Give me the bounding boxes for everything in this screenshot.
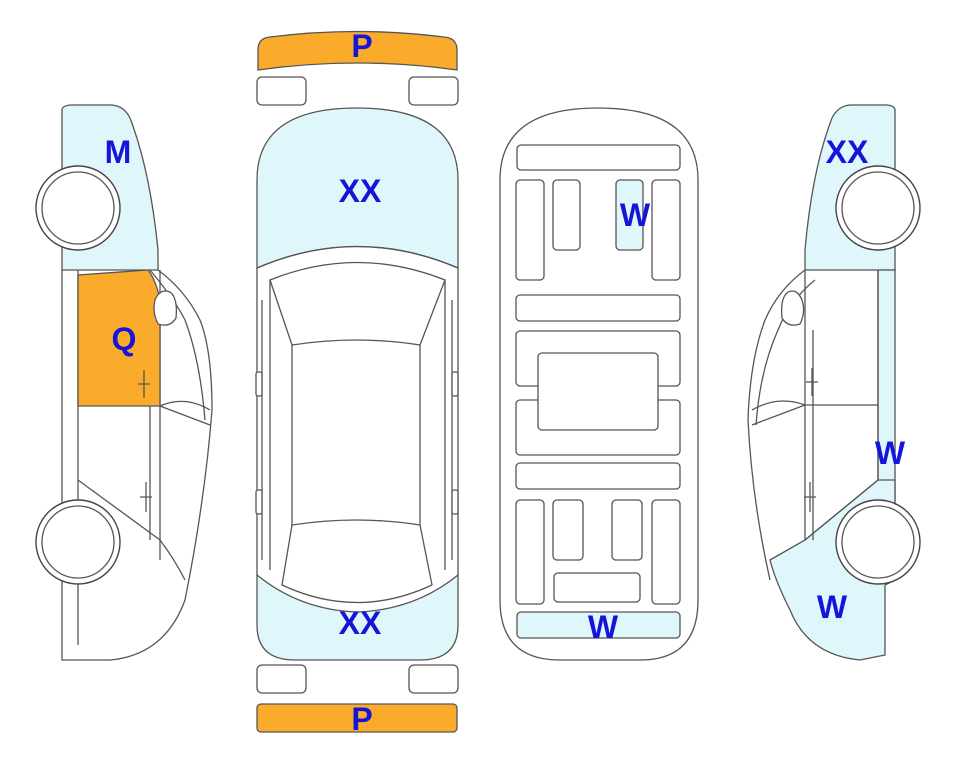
front-bumper-label: P (351, 28, 372, 64)
left-body-outline (61, 269, 213, 661)
trunk-label: XX (339, 605, 382, 641)
left-front-wheel (35, 165, 121, 251)
left-front-door-label: Q (112, 321, 137, 357)
left-mirror (153, 290, 178, 326)
right-roof-label: XX (826, 134, 869, 170)
right-rear-wheel (835, 499, 921, 585)
floor-seat-label: W (620, 197, 651, 233)
trunk-panel[interactable] (256, 573, 459, 661)
left-roof-label: M (105, 134, 132, 170)
floor-view (499, 107, 699, 661)
left-side-view (35, 104, 213, 661)
left-front-door-panel[interactable] (77, 269, 161, 407)
right-side-view (747, 104, 921, 661)
right-mirror (780, 290, 805, 326)
floor-rear-panel-label: W (588, 609, 619, 645)
rear-bumper-panel[interactable] (256, 703, 458, 733)
hood-label: XX (339, 173, 382, 209)
floor-rear-panel[interactable] (516, 611, 681, 639)
top-body-outline (256, 268, 459, 575)
floor-seat-panel[interactable] (615, 179, 644, 251)
right-rear-quarter-label: W (875, 435, 906, 471)
right-rear-fender-label: W (817, 589, 848, 625)
right-body-outline (747, 269, 806, 581)
top-view (255, 30, 459, 733)
right-front-wheel (835, 165, 921, 251)
left-rear-wheel (35, 499, 121, 585)
front-bumper-panel[interactable] (257, 30, 458, 71)
floor-outline (499, 107, 699, 661)
rear-bumper-label: P (351, 701, 372, 737)
